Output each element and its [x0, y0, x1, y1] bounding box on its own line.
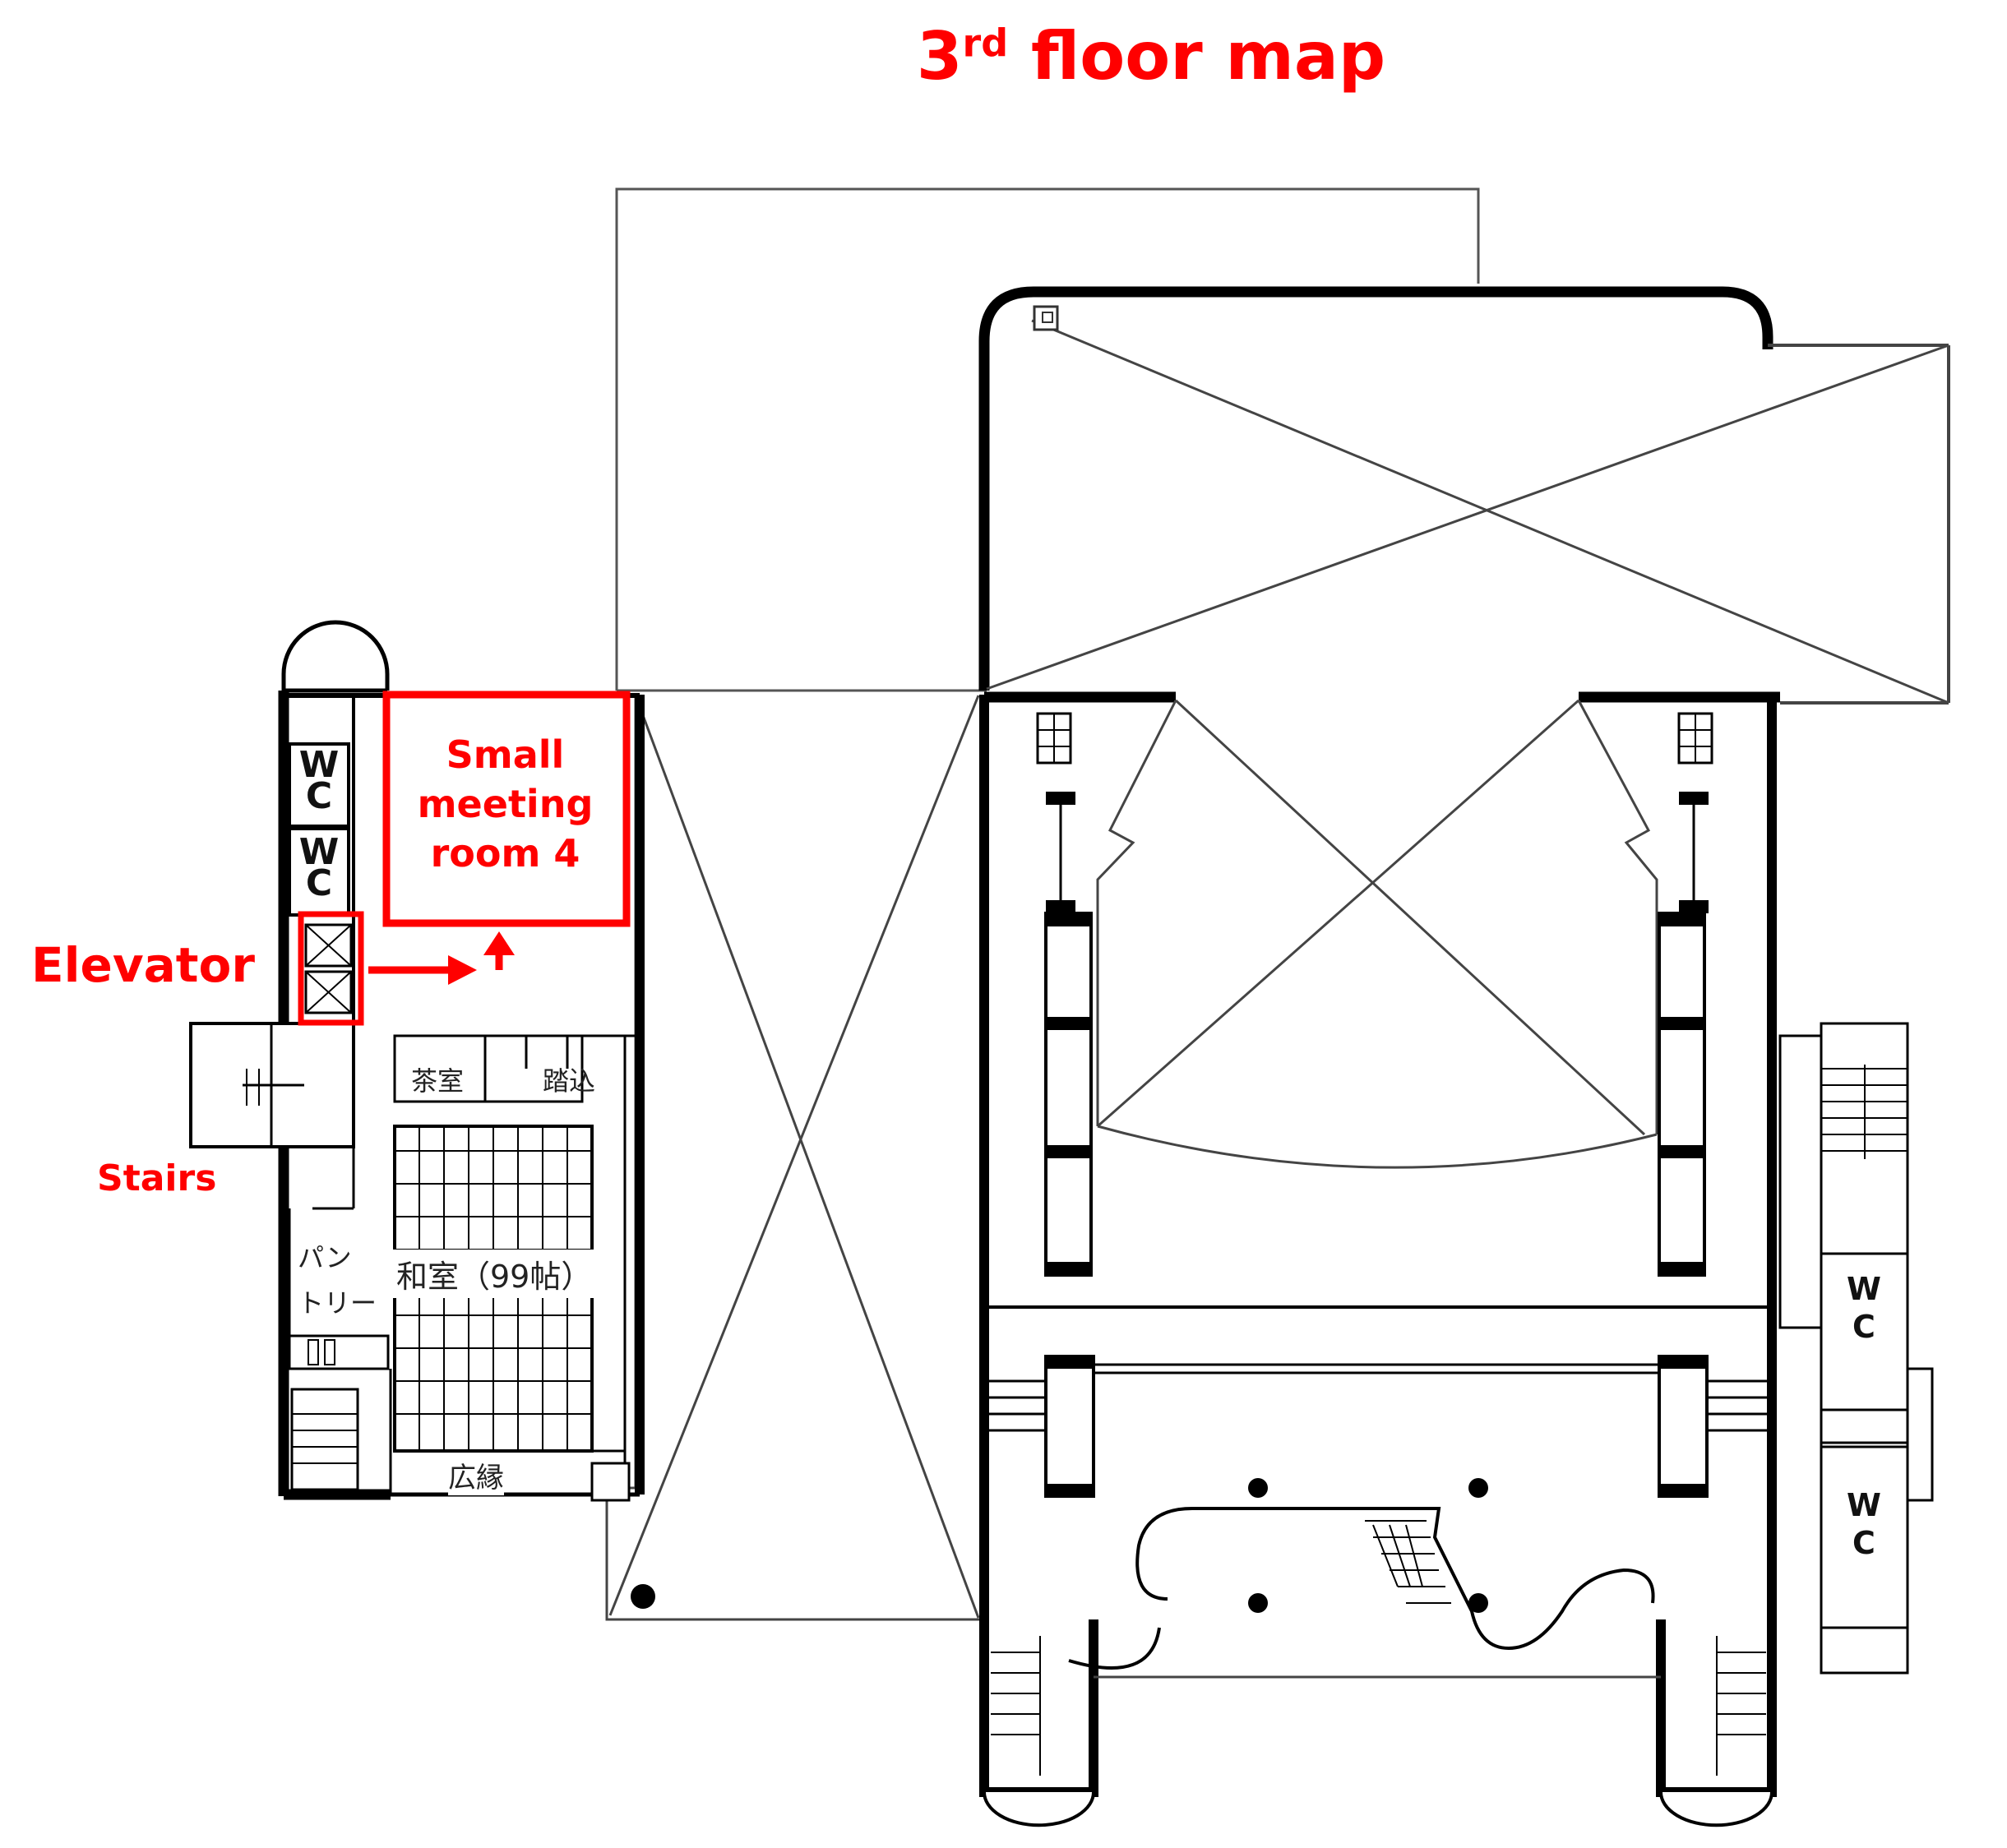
- tea-room-label: 茶室: [411, 1065, 465, 1097]
- room-label-line-1: Small: [446, 732, 565, 777]
- main-hall: [979, 691, 1780, 1827]
- route-arrow: [368, 931, 515, 985]
- room-label-line-2: meeting: [417, 782, 594, 826]
- title-rest: floor map: [1008, 18, 1386, 95]
- hiroen-label: 広縁: [448, 1455, 504, 1495]
- pantry-label-1: パン: [298, 1242, 352, 1273]
- washitsu-label: 和室（99帖）: [393, 1250, 596, 1298]
- upper-hall-void: [978, 286, 1950, 705]
- elevator-highlight: [298, 911, 364, 1026]
- stairs-label: Stairs: [97, 1157, 217, 1199]
- small-meeting-room-highlight: [382, 691, 631, 927]
- central-void: [605, 695, 984, 1621]
- pantry-label-2: トリー: [298, 1287, 377, 1319]
- title-sup: rd: [962, 21, 1009, 66]
- title-main: 3: [916, 18, 963, 95]
- elevator-label: Elevator: [31, 937, 255, 993]
- tsumekomi-label: 踏込: [543, 1065, 596, 1097]
- map-title: 3rd floor map: [0, 18, 2007, 95]
- room-label-line-3: room 4: [430, 831, 580, 875]
- column-dot: [631, 1584, 655, 1609]
- east-wing: [1778, 1022, 1934, 1675]
- upper-block-outline: [615, 187, 1480, 692]
- small-meeting-room-label: Small meeting room 4: [380, 730, 631, 878]
